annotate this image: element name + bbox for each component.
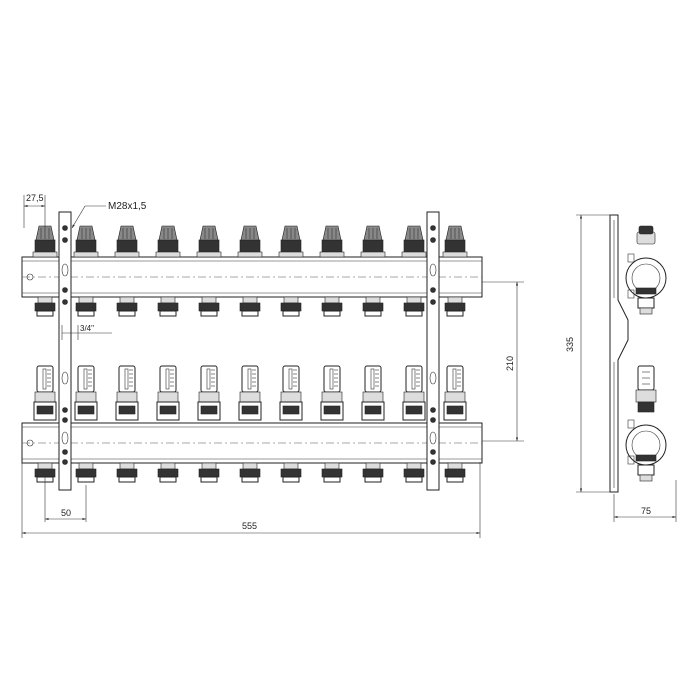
outlet-fitting [321,462,343,483]
valve-cap [155,225,181,258]
mounting-brackets [58,211,440,491]
return-manifold-bar [21,422,483,464]
outlet-fitting [34,296,56,317]
outlet-fitting [198,296,220,317]
thread-callout-label: M28x1,5 [108,201,147,212]
flow-meter [320,365,344,421]
bar-end-port [26,439,34,447]
bar-end-port [26,273,34,281]
outlet-fitting [116,462,138,483]
valve-cap [73,225,99,258]
outlet-fitting [75,296,97,317]
outlet-fitting [239,296,261,317]
side-upper-body [625,225,667,315]
side-lower-body [625,365,667,482]
valve-cap [442,225,468,258]
dim-connection: 3/4" [61,324,112,340]
flow-meter [279,365,303,421]
supply-manifold-bar [21,256,483,298]
mounting-bracket [58,211,72,491]
front-view: 27,5 M28x1,5 3/4" 50 555 [21,193,524,538]
dim-outlet-offset-label: 27,5 [26,193,44,203]
flow-meter [361,365,385,421]
outlet-fitting [444,462,466,483]
flow-meter [33,365,57,421]
outlet-fitting [116,296,138,317]
valve-cap [114,225,140,258]
dim-outlet-spacing-label: 50 [61,508,71,518]
outlet-fitting [75,462,97,483]
outlet-fitting [403,296,425,317]
flow-meter [238,365,262,421]
thread-callout: M28x1,5 [71,201,147,229]
upper-outlet-fittings-row [34,296,466,317]
outlet-fitting [362,296,384,317]
dim-depth-label: 75 [641,506,651,516]
valve-cap [278,225,304,258]
lower-outlet-fittings-row [34,462,466,483]
flow-meter [74,365,98,421]
outlet-fitting [362,462,384,483]
dim-height: 335 [565,214,612,493]
dim-total-width-label: 555 [242,521,257,531]
outlet-fitting [321,296,343,317]
valve-cap [401,225,427,258]
outlet-fitting [280,462,302,483]
valve-caps-row [32,225,468,258]
outlet-fitting [403,462,425,483]
flow-meter [197,365,221,421]
flow-meter [156,365,180,421]
dim-bar-spacing: 210 [482,281,524,442]
outlet-fitting [280,296,302,317]
valve-cap [196,225,222,258]
flow-meter [402,365,426,421]
dim-outlet-spacing: 50 [44,470,87,522]
outlet-fitting [157,462,179,483]
flow-meter [115,365,139,421]
dim-total-width: 555 [21,462,481,538]
dim-bar-spacing-label: 210 [505,356,515,371]
outlet-fitting [444,296,466,317]
mounting-bracket [426,211,440,491]
valve-cap [319,225,345,258]
dim-outlet-offset: 27,5 [23,193,46,228]
dim-height-label: 335 [565,337,575,352]
flow-meter [443,365,467,421]
side-view: 335 75 [565,214,677,522]
valve-cap [32,225,58,258]
flow-meters-row [33,365,467,421]
outlet-fitting [157,296,179,317]
side-bracket-profile [609,214,629,493]
valve-cap [360,225,386,258]
valve-cap [237,225,263,258]
dim-connection-label: 3/4" [80,324,94,333]
dim-depth: 75 [613,480,677,522]
outlet-fitting [198,462,220,483]
outlet-fitting [239,462,261,483]
